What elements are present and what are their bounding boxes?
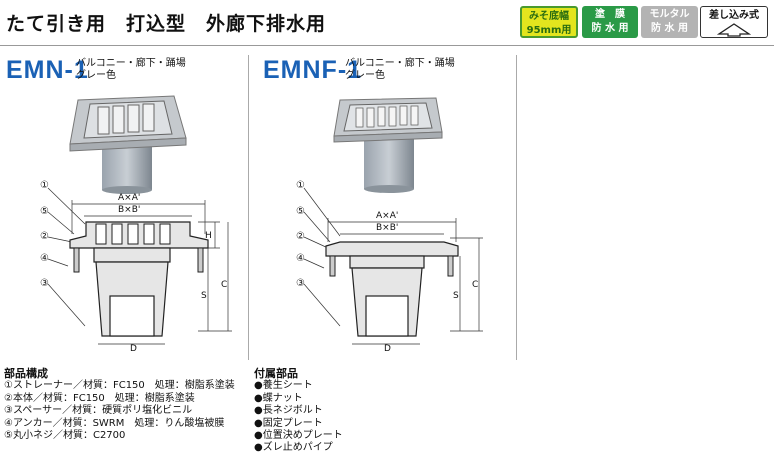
dim-axa: A×A' xyxy=(118,193,140,203)
header: たて引き用 打込型 外廊下排水用 みそ底幅 95mm用 塗 膜 防 水 用 モル… xyxy=(0,0,774,42)
desc-line: グレー色 xyxy=(345,70,385,81)
callout-1: ① xyxy=(296,180,305,191)
badge-line: 塗 膜 xyxy=(595,9,625,20)
component-item: ⑤丸小ネジ／材質：C2700 xyxy=(4,430,126,442)
badge-line: 95mm用 xyxy=(526,25,572,36)
badge-line: 差し込み式 xyxy=(709,10,759,21)
dim-s: S xyxy=(201,291,207,301)
dim-d: D xyxy=(384,344,391,354)
dim-s: S xyxy=(453,291,459,301)
badge-coating: 塗 膜 防 水 用 xyxy=(582,6,638,38)
accessories-section: 付属部品 ●養生シート ●蝶ナット ●長ネジボルト ●固定プレート ●位置決めプ… xyxy=(254,367,343,455)
callout-5: ⑤ xyxy=(40,206,49,217)
callout-5: ⑤ xyxy=(296,206,305,217)
model-name-emnf1: EMNF-1 xyxy=(263,56,363,84)
accessory-item: ●長ネジボルト xyxy=(254,405,323,417)
accessory-item: ●蝶ナット xyxy=(254,392,303,404)
component-item: ③スペーサー／材質：硬質ポリ塩化ビニル xyxy=(4,405,193,417)
badge-line: 防 水 用 xyxy=(651,23,688,34)
column-divider xyxy=(248,55,249,360)
product-photo-emnf1 xyxy=(333,97,443,193)
dim-bxb: B×B' xyxy=(118,205,140,215)
component-item: ②本体／材質：FC150 処理：樹脂系塗装 xyxy=(4,392,195,404)
dim-c: C xyxy=(221,280,227,290)
model-desc-emn1: バルコニー・廊下・踊場 グレー色 xyxy=(76,58,186,82)
up-arrow-icon xyxy=(717,23,751,37)
callout-2: ② xyxy=(296,231,305,242)
accessory-item: ●ズレ止めパイプ xyxy=(254,442,333,454)
model-desc-emnf1: バルコニー・廊下・踊場 グレー色 xyxy=(345,58,455,82)
components-section: 部品構成 ①ストレーナー／材質：FC150 処理：樹脂系塗装 ②本体／材質：FC… xyxy=(4,367,235,442)
accessories-heading: 付属部品 xyxy=(254,367,298,380)
callout-2: ② xyxy=(40,231,49,242)
model-name-emn1: EMN-1 xyxy=(6,56,89,84)
page-title: たて引き用 打込型 外廊下排水用 xyxy=(6,13,327,35)
component-item: ④アンカー／材質：SWRM 処理：りん酸塩被膜 xyxy=(4,417,225,429)
dim-h: H xyxy=(205,231,212,241)
badge-insert-type: 差し込み式 xyxy=(700,6,768,38)
dim-axa: A×A' xyxy=(376,211,398,221)
callout-4: ④ xyxy=(40,253,49,264)
dim-bxb: B×B' xyxy=(376,223,398,233)
accessory-item: ●養生シート xyxy=(254,380,313,392)
header-divider xyxy=(0,45,774,46)
section-drawing-emn1: ① ⑤ ② ④ ③ A×A' B×B' H S C D xyxy=(40,180,232,354)
badge-line: みそ底幅 xyxy=(529,11,569,22)
component-item: ①ストレーナー／材質：FC150 処理：樹脂系塗装 xyxy=(4,380,235,392)
desc-line: バルコニー・廊下・踊場 xyxy=(76,58,186,69)
accessory-item: ●位置決めプレート xyxy=(254,430,343,442)
dim-d: D xyxy=(130,344,137,354)
accessory-item: ●固定プレート xyxy=(254,417,323,429)
desc-line: グレー色 xyxy=(76,70,116,81)
badge-mortar: モルタル 防 水 用 xyxy=(641,6,698,38)
callout-3: ③ xyxy=(296,278,305,289)
callout-4: ④ xyxy=(296,253,305,264)
dim-c: C xyxy=(472,280,478,290)
badge-miso-width: みそ底幅 95mm用 xyxy=(520,6,578,38)
components-heading: 部品構成 xyxy=(4,367,48,380)
callout-1: ① xyxy=(40,180,49,191)
desc-line: バルコニー・廊下・踊場 xyxy=(345,58,455,69)
badge-line: 防 水 用 xyxy=(591,23,629,34)
callout-3: ③ xyxy=(40,278,49,289)
badge-line: モルタル xyxy=(649,9,690,20)
section-drawing-emnf1: ① ⑤ ② ④ ③ A×A' B×B' S C D xyxy=(296,180,483,354)
product-photo-emn1 xyxy=(69,95,187,194)
column-divider xyxy=(516,55,517,360)
